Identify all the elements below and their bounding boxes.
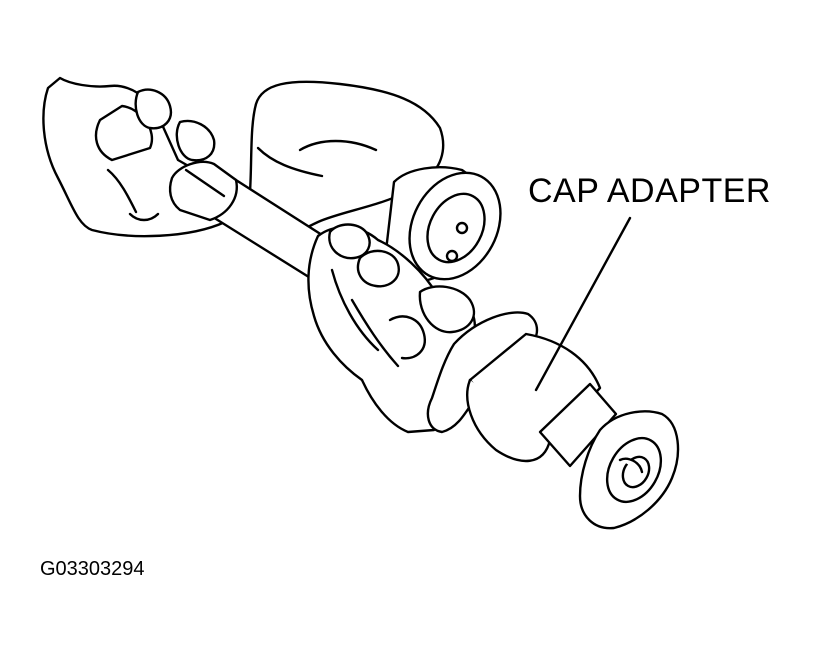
callout-leader-line	[534, 216, 632, 392]
cap-adapter-body	[466, 332, 618, 468]
cap-adapter-label: CAP ADAPTER	[528, 172, 771, 210]
right-hand	[307, 223, 476, 434]
pressure-gauge	[382, 166, 502, 284]
cap-adapter-end	[578, 410, 680, 530]
rear-forearm	[248, 80, 445, 252]
figure-id: G03303294	[40, 558, 145, 580]
